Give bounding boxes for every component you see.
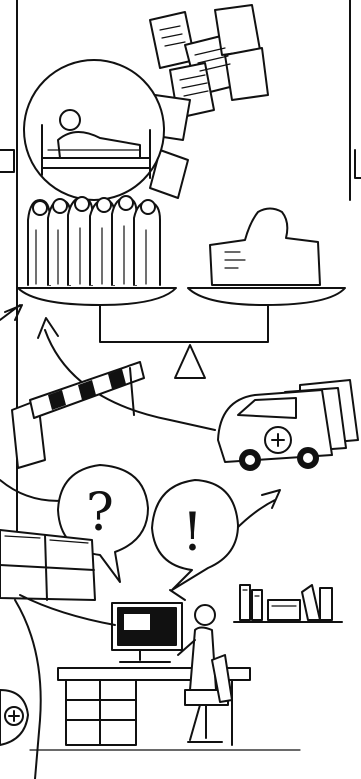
- document-stack-icon: [150, 5, 268, 198]
- exclamation-bubble-icon: !: [152, 480, 238, 590]
- bookshelf-icon: [234, 585, 342, 622]
- window-icon: [0, 530, 95, 600]
- question-mark: ?: [86, 483, 114, 543]
- balance-scale-icon: [18, 288, 345, 378]
- weight-icon: [210, 209, 320, 286]
- office-worker-at-desk-icon: [58, 603, 250, 745]
- side-figure-icon: [0, 600, 41, 779]
- patient-in-bed-icon: [24, 60, 164, 200]
- ambulance-icon: [218, 380, 358, 470]
- exclamation-mark: !: [182, 503, 203, 563]
- crowd-of-people-icon: [28, 196, 160, 285]
